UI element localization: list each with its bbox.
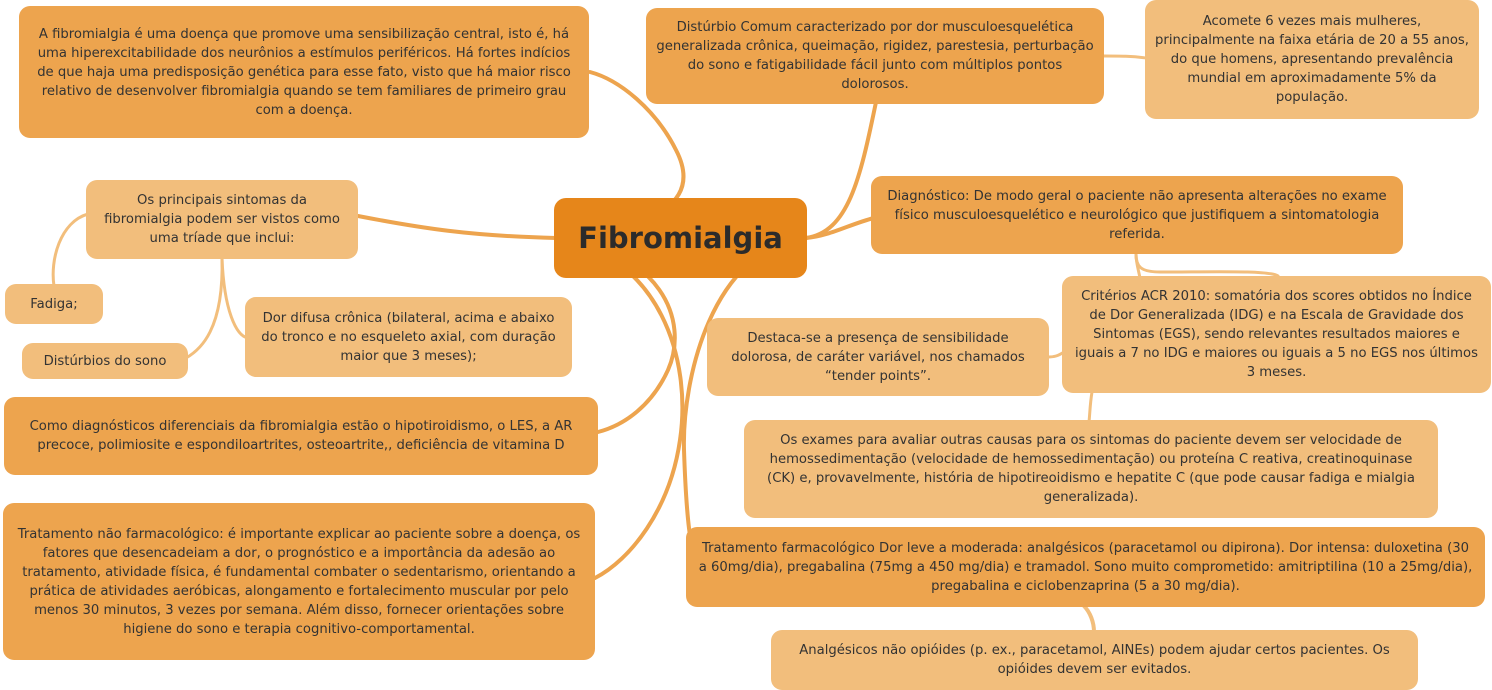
- link-analgesics: [1082, 604, 1096, 634]
- link-diagnosis: [804, 216, 876, 240]
- link-exams: [1087, 390, 1094, 424]
- link-pain: [220, 256, 250, 340]
- differential-diagnosis-node[interactable]: Como diagnósticos diferenciais da fibrom…: [4, 397, 598, 475]
- acr-criteria-node[interactable]: Critérios ACR 2010: somatória dos scores…: [1062, 276, 1491, 393]
- tender-points-node[interactable]: Destaca-se a presença de sensibilidade d…: [707, 318, 1049, 396]
- non-pharmacological-treatment-node[interactable]: Tratamento não farmacológico: é importan…: [3, 503, 595, 660]
- diagnosis-node[interactable]: Diagnóstico: De modo geral o paciente nã…: [871, 176, 1403, 254]
- sleep-disorders-node[interactable]: Distúrbios do sono: [22, 343, 188, 379]
- disorder-description-node[interactable]: Distúrbio Comum caracterizado por dor mu…: [646, 8, 1104, 104]
- pharmacological-treatment-node[interactable]: Tratamento farmacológico Dor leve a mode…: [686, 527, 1485, 607]
- link-fatigue: [51, 212, 90, 288]
- definition-node[interactable]: A fibromialgia é uma doença que promove …: [19, 6, 589, 138]
- link-epidemiology: [1102, 54, 1148, 60]
- link-disorder: [804, 100, 878, 240]
- epidemiology-node[interactable]: Acomete 6 vezes mais mulheres, principal…: [1145, 0, 1479, 119]
- link-criteria: [1134, 252, 1280, 278]
- exams-node[interactable]: Os exames para avaliar outras causas par…: [744, 420, 1438, 518]
- link-sleep: [184, 256, 224, 360]
- link-symptoms: [356, 214, 558, 240]
- analgesics-node[interactable]: Analgésicos não opióides (p. ex., parace…: [771, 630, 1418, 690]
- central-topic[interactable]: Fibromialgia: [554, 198, 807, 278]
- symptoms-node[interactable]: Os principais sintomas da fibromialgia p…: [86, 180, 358, 259]
- fatigue-node[interactable]: Fadiga;: [5, 284, 103, 324]
- chronic-pain-node[interactable]: Dor difusa crônica (bilateral, acima e a…: [245, 297, 572, 377]
- link-criteria-stem: [1134, 252, 1142, 280]
